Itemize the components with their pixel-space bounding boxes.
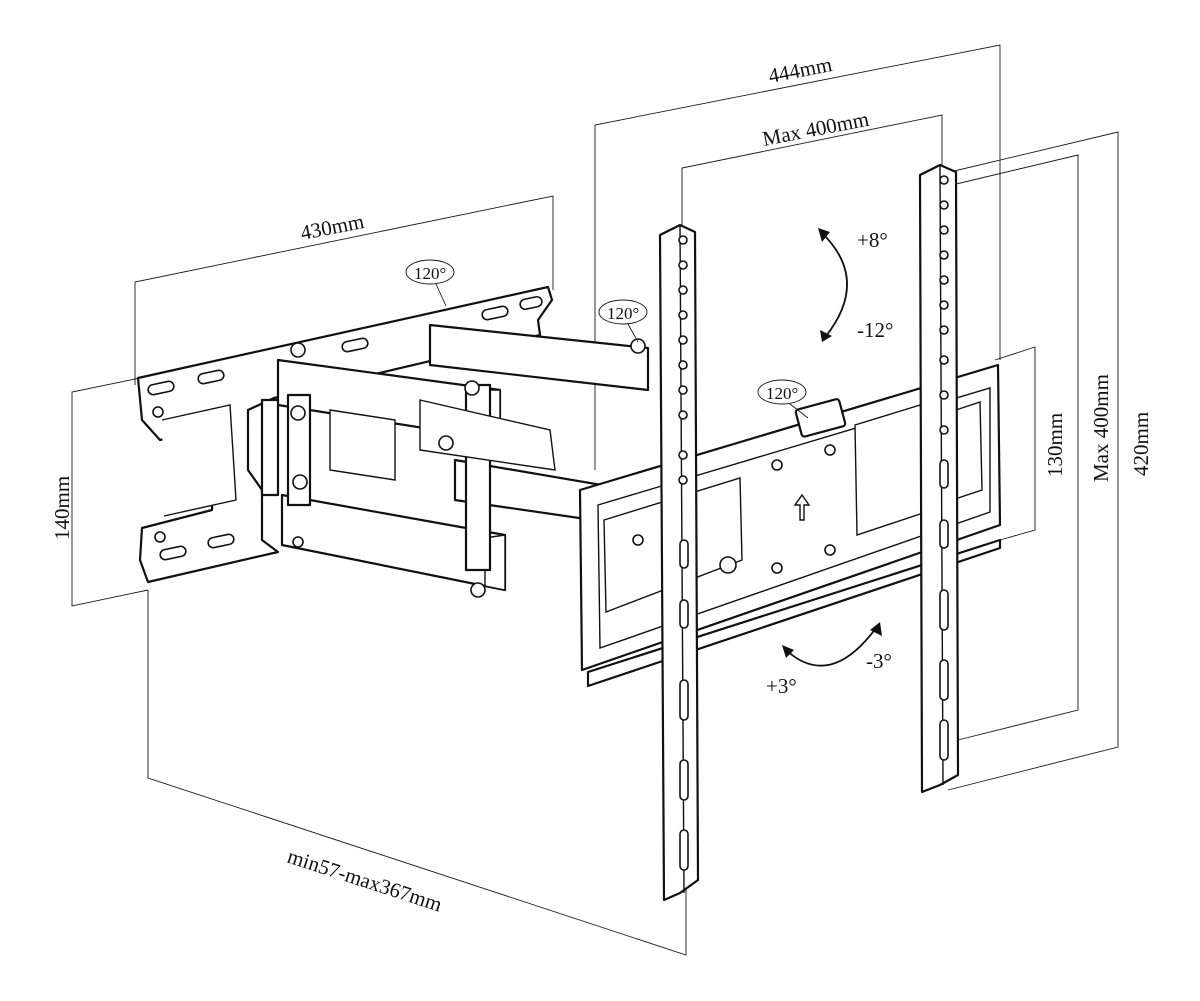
- dim-label-430: 430mm: [298, 209, 366, 245]
- dim-line-444: [594, 44, 1001, 470]
- swivel-badge-3: 120°: [757, 379, 809, 419]
- dim-line-130: [994, 346, 1036, 541]
- rotation-minus-label: -3°: [866, 649, 892, 673]
- rotation-arrow: +3° -3°: [766, 622, 892, 698]
- dim-label-140: 140mm: [50, 476, 74, 540]
- dim-line-420: [947, 131, 1119, 791]
- rotation-plus-label: +3°: [766, 674, 797, 698]
- dim-label-420: 420mm: [1129, 412, 1153, 476]
- swivel-label-2: 120°: [607, 304, 639, 323]
- swivel-badge-1: 120°: [405, 259, 455, 307]
- tilt-arrow: +8° -12°: [818, 228, 893, 342]
- tilt-down-label: -12°: [857, 318, 893, 342]
- dim-line-extension: [147, 590, 687, 956]
- dim-line-max400-h: [681, 114, 943, 225]
- tilt-up-label: +8°: [857, 228, 888, 252]
- swivel-label-3: 120°: [766, 384, 798, 403]
- dimension-lines: [71, 44, 1119, 956]
- vertical-bracket-right: [918, 163, 960, 794]
- dim-label-max400-h: Max 400mm: [760, 107, 871, 151]
- dim-label-130: 130mm: [1043, 413, 1067, 477]
- wall-plate: [136, 285, 554, 584]
- vertical-bracket-left: [658, 223, 700, 902]
- swivel-label-1: 120°: [414, 264, 446, 283]
- swivel-badge-2: 120°: [598, 299, 648, 343]
- dim-label-444: 444mm: [766, 52, 834, 88]
- articulating-arms: [260, 323, 664, 598]
- dim-label-max400-v: Max 400mm: [1089, 374, 1113, 482]
- dim-label-extension: min57-max367mm: [284, 844, 445, 917]
- dim-line-max400-v: [949, 154, 1079, 743]
- dim-line-430: [134, 195, 554, 385]
- dim-line-140: [71, 377, 149, 607]
